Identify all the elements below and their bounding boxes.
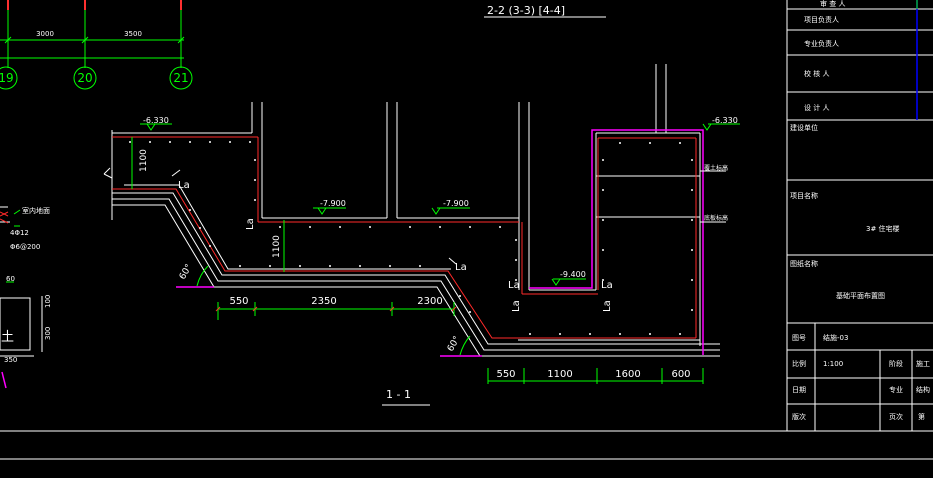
grid-bubble-21 <box>169 66 193 90</box>
tb-row-3: 专业负责人 <box>804 39 839 48</box>
left-detail: 室内地面 4Φ12 Φ6@200 60 350 100 300 土 <box>0 206 52 389</box>
axis-grid <box>0 0 193 90</box>
tb-project-name: 3# 住宅楼 <box>866 224 900 233</box>
elevation-5: -6.330 <box>712 116 738 125</box>
span-dim-1: 3000 <box>36 30 54 38</box>
upper-dim-1: 550 <box>229 296 248 307</box>
tb-discipline-label: 专业 <box>889 385 903 394</box>
tb-drawing-name: 基础平面布置图 <box>836 291 885 300</box>
grid-number-20: 20 <box>77 71 92 85</box>
upper-dim-2: 2350 <box>311 296 336 307</box>
tb-project-label: 项目名称 <box>790 191 818 200</box>
elevation-3: -7.900 <box>443 199 469 208</box>
left-dim-300: 300 <box>44 327 52 340</box>
anchor-label-4: La <box>601 280 613 291</box>
grid-bubble-20 <box>73 66 97 90</box>
tb-scale-label: 比例 <box>792 359 806 368</box>
grid-number-21: 21 <box>173 71 188 85</box>
lower-dim-2: 1100 <box>547 369 572 380</box>
anchor-label-2: La <box>455 262 467 273</box>
vertical-dim-1: 1100 <box>139 149 149 172</box>
tb-row-2: 项目负责人 <box>804 15 839 24</box>
left-rebar-main: 4Φ12 <box>10 229 29 237</box>
anchor-label-7: La <box>602 300 613 312</box>
tb-sheet: 第 <box>918 412 925 421</box>
tb-sheet-label: 页次 <box>889 412 903 421</box>
anchor-label-1: La <box>178 180 190 191</box>
lower-dim-4: 600 <box>671 369 690 380</box>
title-block <box>786 0 933 431</box>
tb-row-5: 设 计 人 <box>804 103 829 112</box>
elevation-markers <box>140 123 740 286</box>
vertical-dim-2: 1100 <box>272 235 282 258</box>
left-rebar-stirrup: Φ6@200 <box>10 243 40 251</box>
grid-bubble-19 <box>0 66 18 90</box>
elevation-2: -7.900 <box>320 199 346 208</box>
tb-stage-label: 阶段 <box>889 359 903 368</box>
left-top-label: 室内地面 <box>22 206 50 215</box>
magenta-outline <box>176 129 704 357</box>
rebar-dots <box>129 141 693 335</box>
tb-no: 结施-03 <box>823 333 848 342</box>
tb-row-4: 校 核 人 <box>804 69 829 78</box>
left-dim-350: 350 <box>4 356 17 364</box>
anchor-label-6: La <box>511 300 522 312</box>
tb-company-label: 建设单位 <box>790 123 818 132</box>
left-dim-60: 60 <box>6 275 15 283</box>
section-title: 2-2 (3-3) [4-4] <box>487 4 565 17</box>
elevation-4: -9.400 <box>560 270 586 279</box>
tb-row-1: 审 查 人 <box>820 0 845 8</box>
lower-dim-3: 1600 <box>615 369 640 380</box>
tb-no-label: 图号 <box>792 334 806 342</box>
angle-2: 60° <box>446 335 463 354</box>
tb-discipline: 结构 <box>916 385 930 394</box>
section-outline <box>103 64 720 357</box>
tb-date-label: 日期 <box>792 386 806 394</box>
tb-scale: 1:100 <box>823 360 843 368</box>
anchor-label-5: La <box>245 218 256 230</box>
tb-drawing-label: 图纸名称 <box>790 259 818 268</box>
section-label: 1 - 1 <box>386 388 411 401</box>
side-note-2: 底板标高 <box>704 214 728 222</box>
side-note-1: 覆土标高 <box>704 164 728 172</box>
lower-dim-1: 550 <box>496 369 515 380</box>
angle-1: 60° <box>178 263 195 282</box>
anchor-label-3: La <box>508 280 520 291</box>
tb-stage: 施工 <box>916 359 930 368</box>
upper-dim-3: 2300 <box>417 296 442 307</box>
left-dim-100: 100 <box>44 295 52 308</box>
grid-number-19: 19 <box>0 71 14 85</box>
elevation-1: -6.330 <box>143 116 169 125</box>
tb-version-label: 版次 <box>792 412 806 421</box>
rebar-lines <box>112 136 697 339</box>
left-glyph: 土 <box>1 330 14 345</box>
span-dim-2: 3500 <box>124 30 142 38</box>
